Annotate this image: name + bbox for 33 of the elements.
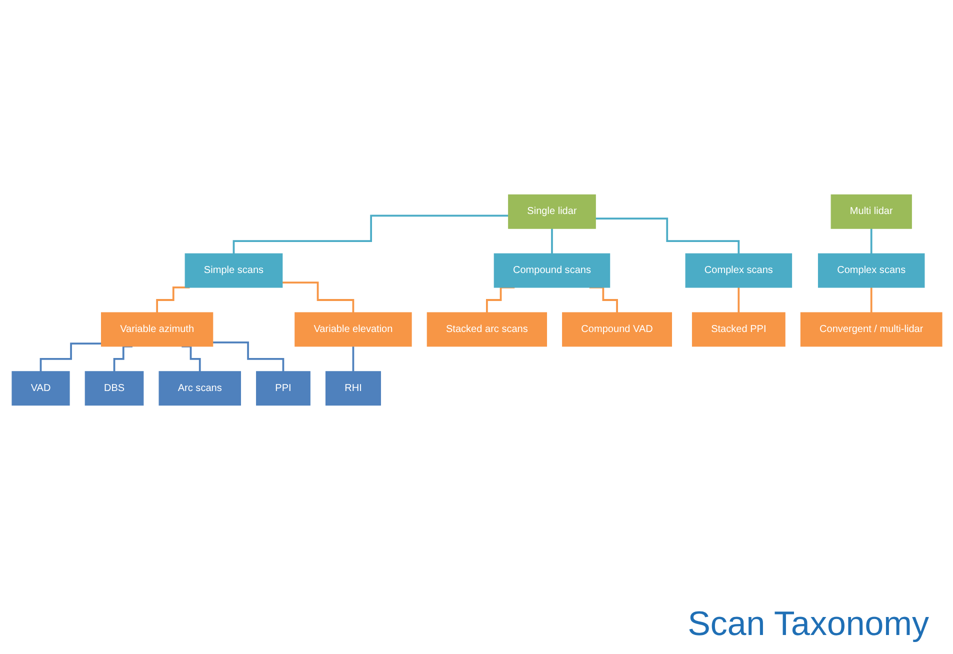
connector: [588, 286, 618, 314]
node-box: PPI: [256, 371, 310, 406]
node-box: RHI: [324, 371, 380, 406]
node-box: Variable azimuth: [100, 312, 213, 347]
connector: [595, 218, 740, 255]
connector: [39, 342, 101, 372]
node-box: DBS: [84, 371, 144, 406]
connector: [870, 286, 872, 314]
node-box: Single lidar: [508, 194, 596, 229]
connector: [112, 345, 132, 372]
caption: Scan Taxonomy: [688, 605, 929, 644]
node-box: Compound scans: [493, 253, 610, 288]
node-box: Variable elevation: [294, 312, 412, 347]
connector: [486, 286, 514, 314]
node-box: Compound VAD: [562, 312, 672, 347]
node-box: Convergent / multi-lidar: [800, 312, 942, 347]
node-box: Arc scans: [158, 371, 240, 406]
connector: [212, 342, 284, 372]
connector: [232, 214, 508, 255]
node-box: Complex scans: [817, 253, 924, 288]
connector: [352, 345, 354, 372]
node-box: Simple scans: [184, 253, 282, 288]
connector: [282, 282, 354, 314]
node-box: VAD: [11, 371, 70, 406]
node-box: Complex scans: [684, 253, 792, 288]
node-box: Multi lidar: [830, 194, 912, 229]
node-box: Stacked arc scans: [426, 312, 547, 347]
connector: [156, 286, 190, 314]
connector: [870, 228, 872, 255]
connector: [181, 345, 200, 372]
connector: [737, 286, 740, 314]
connector: [550, 228, 552, 255]
node-box: Stacked PPI: [691, 312, 785, 347]
